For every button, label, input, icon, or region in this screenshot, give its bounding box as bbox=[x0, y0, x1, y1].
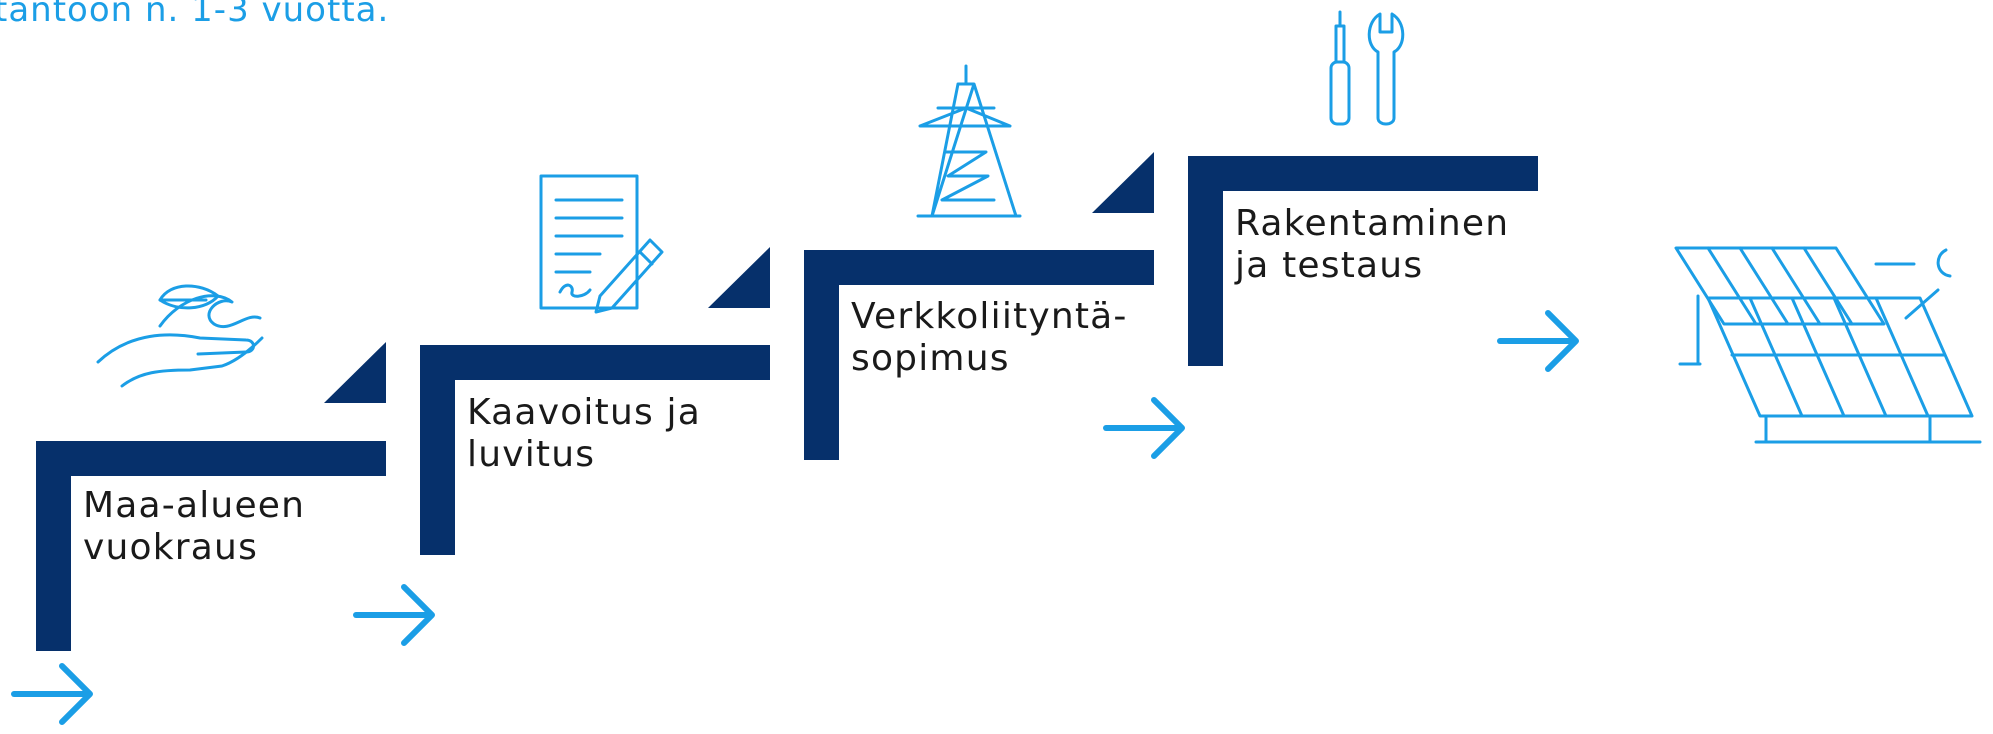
step-3-bracket bbox=[804, 152, 1154, 460]
step-2-label: Kaavoitus ja luvitus bbox=[467, 392, 701, 476]
step-1-label-line1: Maa-alueen bbox=[83, 485, 306, 526]
signed-document-icon bbox=[539, 174, 664, 314]
step-2-bracket bbox=[420, 247, 770, 555]
hand-leaf-icon bbox=[96, 284, 264, 388]
step-3-label-line2: sopimus bbox=[851, 338, 1010, 379]
step-4-label: Rakentaminen ja testaus bbox=[1235, 203, 1509, 287]
step-1-label: Maa-alueen vuokraus bbox=[83, 485, 305, 569]
arrow-right-icon bbox=[353, 584, 435, 646]
step-4-bracket bbox=[1188, 156, 1538, 366]
step-3-label-line1: Verkkoliityntä- bbox=[851, 296, 1128, 337]
step-4-label-line2: ja testaus bbox=[1235, 245, 1424, 286]
step-4-label-line1: Rakentaminen bbox=[1235, 203, 1510, 244]
arrow-right-icon bbox=[11, 663, 93, 725]
step-1-label-line2: vuokraus bbox=[83, 527, 259, 568]
power-pylon-icon bbox=[916, 64, 1022, 218]
tools-icon bbox=[1329, 10, 1405, 126]
arrow-right-icon bbox=[1103, 397, 1185, 459]
arrow-right-icon bbox=[1497, 310, 1579, 372]
step-1-bracket bbox=[36, 342, 386, 651]
step-2-label-line2: luvitus bbox=[467, 434, 596, 475]
step-3-label: Verkkoliityntä- sopimus bbox=[851, 296, 1128, 380]
solar-panel-icon bbox=[1674, 246, 1982, 444]
intro-text: tantoon n. 1-3 vuotta. bbox=[0, 0, 390, 30]
step-2-label-line1: Kaavoitus ja bbox=[467, 392, 702, 433]
